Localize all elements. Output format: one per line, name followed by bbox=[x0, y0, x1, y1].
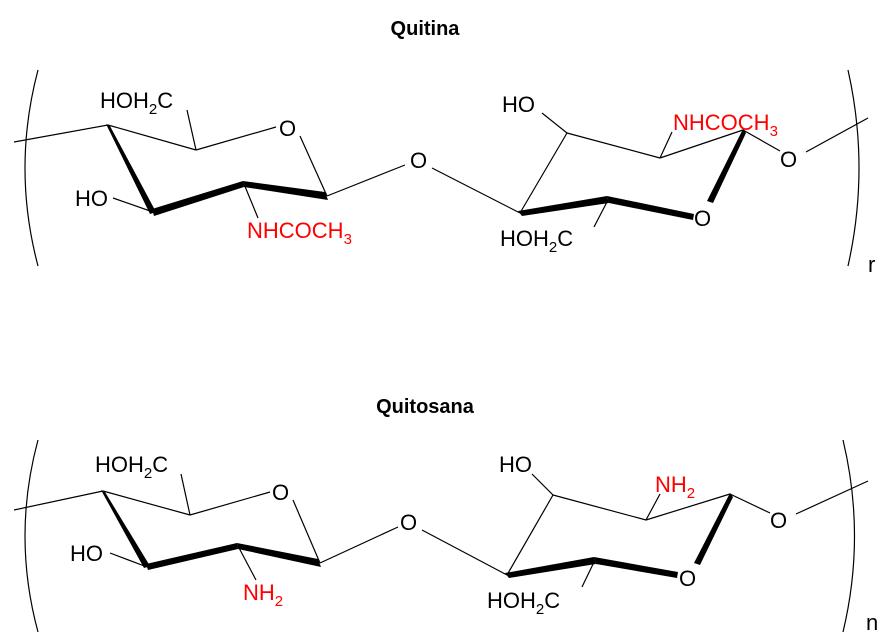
ring1-oxygen: O bbox=[272, 480, 289, 505]
ring2-bond bbox=[645, 493, 731, 521]
ring2-acetamido-label: NHCOCH3 bbox=[673, 110, 778, 140]
ring2-bond bbox=[659, 129, 744, 159]
ring2-bond bbox=[552, 494, 647, 521]
ring2-wedge-bottom bbox=[607, 196, 694, 220]
ring1-bond bbox=[189, 491, 271, 516]
glycosidic-oxygen: O bbox=[400, 510, 417, 535]
ring1-bond bbox=[107, 124, 197, 151]
ring1-bond bbox=[195, 126, 277, 151]
ring1-c6-label: HOH2C bbox=[95, 452, 168, 482]
nh-bond-2 bbox=[659, 131, 673, 159]
ring1-acetamido-label: NHCOCH3 bbox=[247, 218, 352, 248]
ring1-hydroxyl: HO bbox=[75, 186, 108, 211]
ring1-wedge-bottom bbox=[152, 181, 244, 216]
ring1-bond bbox=[299, 135, 328, 197]
ring2-wedge-right bbox=[707, 129, 746, 203]
ho-bond bbox=[112, 197, 154, 213]
ring2-c1-oxygen: O bbox=[770, 508, 787, 533]
right-bracket bbox=[847, 69, 860, 267]
chain-bond-right bbox=[795, 480, 869, 515]
c6-bond bbox=[186, 109, 197, 151]
right-bracket bbox=[842, 439, 856, 633]
ring2-hydroxyl: HO bbox=[502, 92, 535, 117]
c1-o-bond bbox=[742, 129, 781, 152]
ring2-bond bbox=[566, 132, 661, 159]
chain-bond-left bbox=[13, 490, 104, 511]
ring2-amino-label: NH2 bbox=[655, 472, 695, 502]
ring2-wedge-left bbox=[518, 196, 609, 216]
ring2-oxygen: O bbox=[679, 566, 696, 591]
glyco-bond-1 bbox=[326, 164, 406, 197]
c6-bond-2 bbox=[593, 199, 609, 228]
ring2-bond bbox=[519, 132, 568, 214]
chitin-title: Quitina bbox=[391, 18, 461, 40]
repeat-index: n bbox=[866, 610, 878, 634]
ring2-wedge-bottom bbox=[594, 557, 678, 578]
ring1-amino-label: NH2 bbox=[243, 580, 283, 610]
c1-o-bond bbox=[729, 493, 771, 514]
repeat-index: r bbox=[868, 252, 875, 277]
nh-bond bbox=[243, 183, 259, 219]
chain-bond-left bbox=[13, 124, 109, 143]
glyco-bond-1 bbox=[319, 526, 399, 564]
ring1-wedge-left bbox=[106, 124, 156, 214]
ring1-wedge-right bbox=[237, 543, 321, 567]
ring2-wedge-right bbox=[694, 493, 733, 565]
chitosan-structure: Quitosana n HOH2C O HO NH2 O bbox=[13, 396, 878, 634]
ring1-oxygen: O bbox=[279, 116, 296, 141]
c6-bond bbox=[180, 473, 191, 516]
nh-bond-2 bbox=[645, 493, 661, 521]
oh-bond bbox=[541, 112, 568, 134]
ring2-hydroxyl: HO bbox=[499, 452, 532, 477]
ring2-wedge-left bbox=[505, 557, 596, 578]
nh-bond bbox=[237, 545, 257, 581]
ring2-bond bbox=[506, 494, 554, 576]
ring1-c6-label: HOH2C bbox=[100, 88, 173, 118]
left-bracket bbox=[24, 439, 39, 633]
ring1-bond bbox=[102, 490, 191, 516]
ring2-c6-label: HOH2C bbox=[487, 588, 560, 618]
glycosidic-oxygen: O bbox=[410, 148, 427, 173]
chain-bond-right bbox=[805, 117, 869, 153]
glyco-bond-2 bbox=[421, 529, 508, 576]
ring2-c1-oxygen: O bbox=[780, 147, 797, 172]
ring2-c6-label: HOH2C bbox=[500, 226, 573, 256]
ring1-wedge-bottom bbox=[146, 543, 238, 570]
glyco-bond-2 bbox=[431, 167, 521, 214]
chitin-structure: Quitina r HOH2C O HO NHCOCH3 O bbox=[13, 18, 875, 277]
ring1-wedge-left bbox=[101, 490, 150, 568]
ring1-hydroxyl: HO bbox=[70, 541, 103, 566]
ring1-bond bbox=[292, 499, 321, 564]
chitosan-title: Quitosana bbox=[376, 396, 475, 418]
ring1-wedge-right bbox=[243, 181, 328, 200]
left-bracket bbox=[24, 69, 39, 267]
oh-bond bbox=[531, 473, 554, 496]
ring2-oxygen: O bbox=[694, 206, 711, 231]
ho-bond bbox=[109, 552, 148, 568]
